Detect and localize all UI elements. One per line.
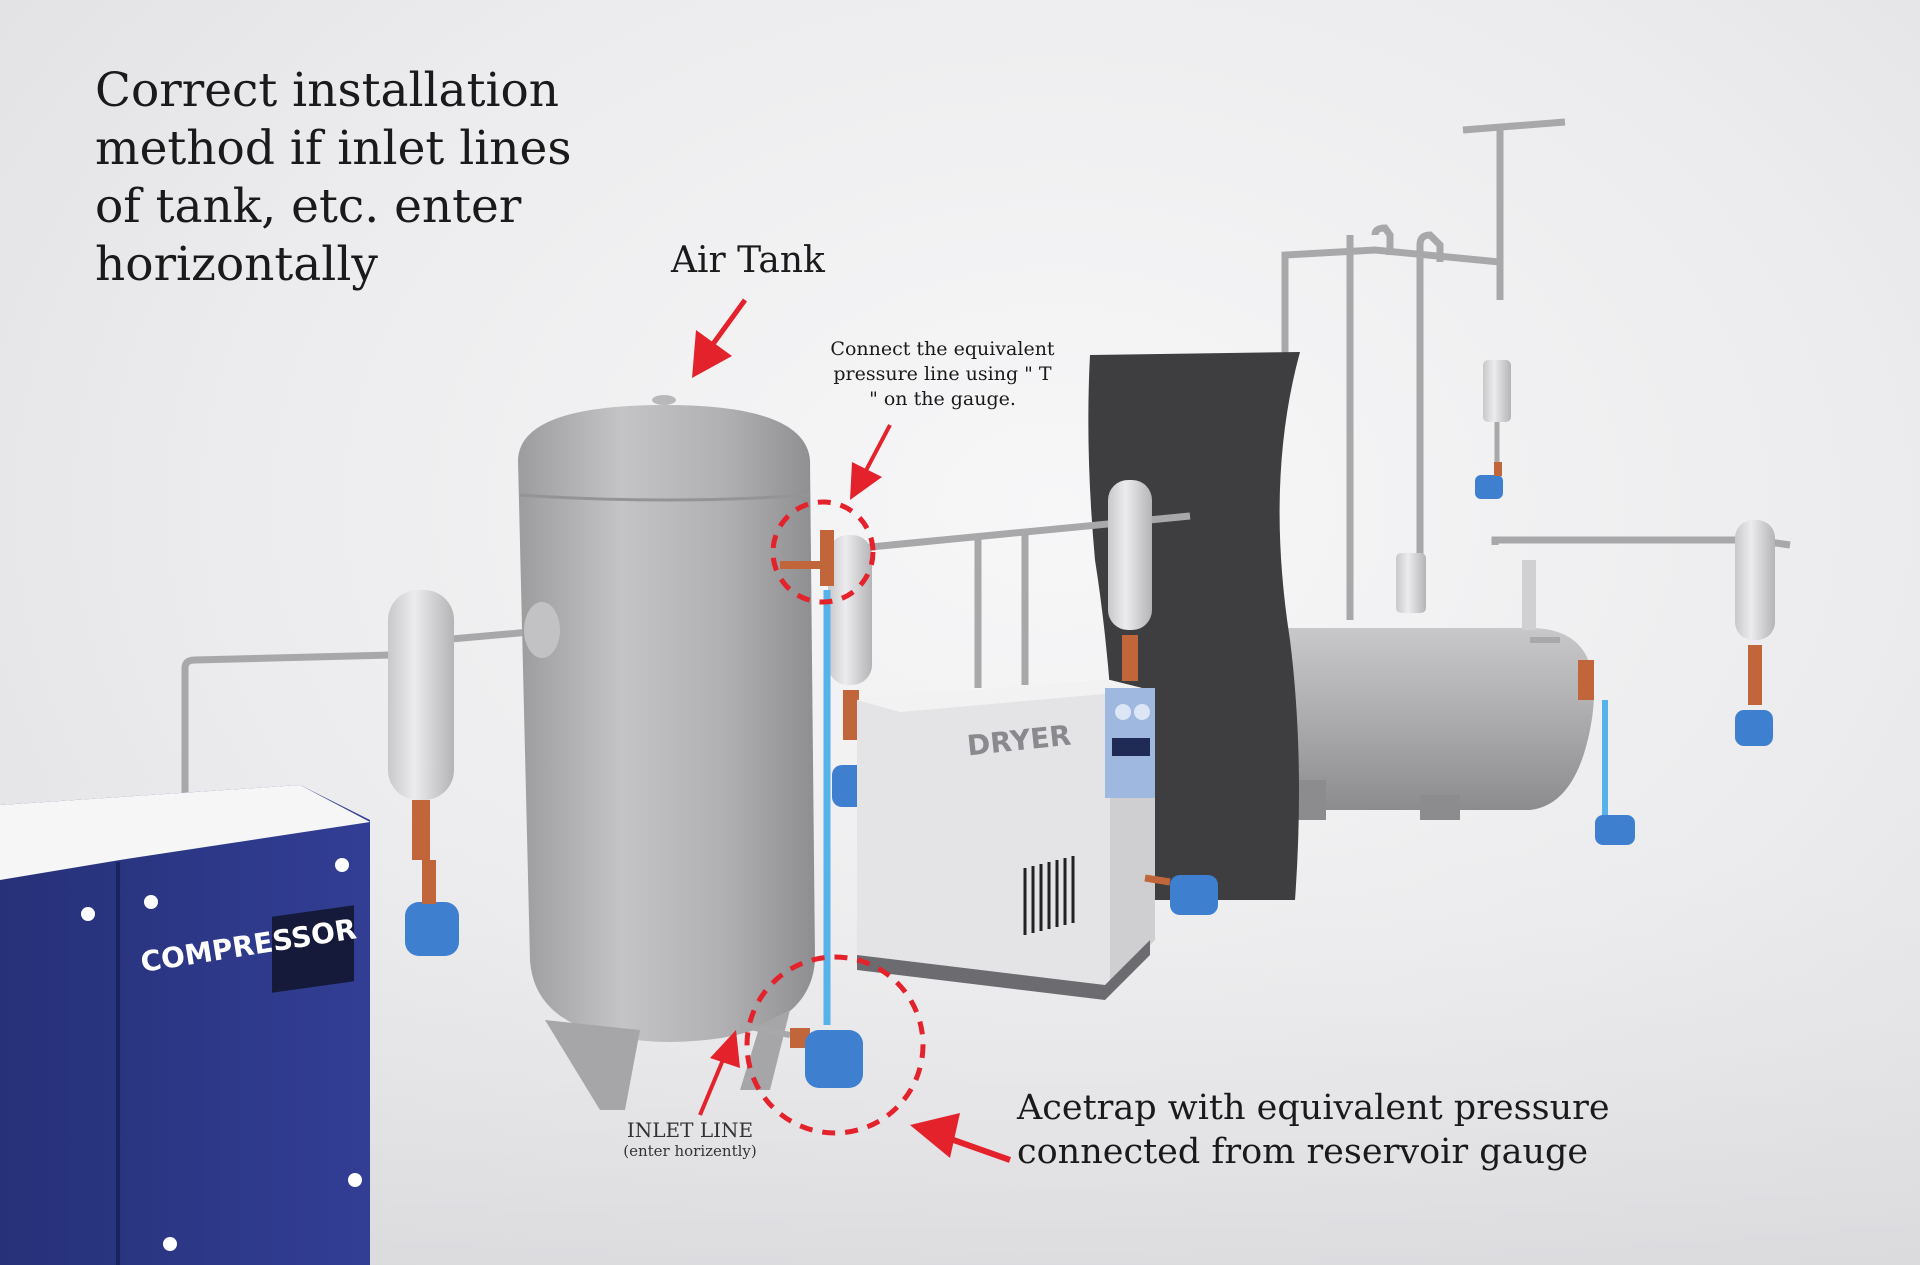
left-separator — [388, 590, 454, 860]
drain-trap-icon — [405, 860, 459, 956]
dryer-unit: DRYER — [857, 680, 1155, 1000]
drain-trap-icon — [805, 1030, 863, 1088]
gauge-connection-note: Connect the equivalent pressure line usi… — [830, 338, 1055, 410]
arrow-icon — [910, 1113, 1012, 1163]
ceiling-separator — [1483, 360, 1511, 470]
vertical-air-tank — [518, 395, 815, 1110]
horizontal-tank — [1269, 560, 1635, 845]
arrow-icon — [698, 1030, 740, 1116]
inlet-line-title: INLET LINE — [626, 1118, 754, 1142]
right-piping — [1281, 118, 1791, 620]
arrow-icon — [692, 298, 748, 378]
dashed-circle-icon — [770, 499, 876, 605]
wall-separator — [1108, 480, 1152, 681]
dryer-vent — [1023, 856, 1075, 935]
compressor-unit: COMPRESSOR — [0, 785, 370, 1265]
mid-separator — [1396, 553, 1426, 613]
inlet-line-label: INLET LINE (enter horizently) — [600, 1118, 780, 1160]
drain-trap-icon — [1144, 874, 1218, 915]
page-title: Correct installation method if inlet lin… — [95, 63, 572, 292]
equalizing-line — [739, 530, 834, 1048]
arrow-icon — [850, 424, 892, 500]
drain-trap-icon — [1475, 462, 1503, 499]
acetrap-note: Acetrap with equivalent pressure connect… — [1017, 1088, 1610, 1172]
inlet-line-subtitle: (enter horizently) — [623, 1142, 757, 1160]
air-tank-label: Air Tank — [671, 240, 825, 281]
annotations — [692, 298, 1012, 1163]
dashed-circle-icon — [744, 954, 926, 1136]
right-separator — [1735, 520, 1775, 746]
